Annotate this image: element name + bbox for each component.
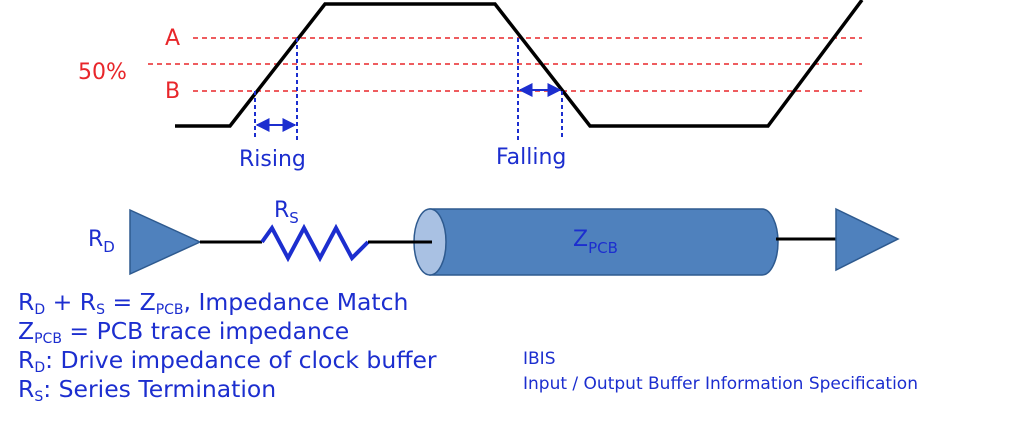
note-drive-impedance: RD: Drive impedance of clock buffer	[18, 346, 437, 376]
zpcb-label: ZPCB	[573, 227, 618, 257]
ibis-subtitle: Input / Output Buffer Information Specif…	[523, 374, 918, 394]
signal-waveform	[175, 0, 864, 128]
note-impedance-match: RD + RS = ZPCB, Impedance Match	[18, 288, 409, 318]
driver-buffer-icon	[129, 208, 202, 276]
note-pcb-trace-impedance: ZPCB = PCB trace impedance	[18, 317, 350, 347]
pcb-trace-cylinder	[429, 208, 779, 276]
series-resistor-icon	[260, 223, 370, 263]
ibis-block: IBIS Input / Output Buffer Information S…	[523, 347, 918, 397]
rs-label: RS	[274, 198, 299, 227]
threshold-label-b: B	[165, 79, 180, 104]
notes-block: RD + RS = ZPCB, Impedance Match ZPCB = P…	[18, 288, 437, 404]
rd-label: RD	[88, 227, 115, 256]
threshold-label-a: A	[165, 26, 180, 51]
receiver-buffer-icon	[835, 207, 900, 272]
rising-label: Rising	[239, 147, 306, 172]
note-series-termination: RS: Series Termination	[18, 375, 277, 405]
falling-label: Falling	[496, 145, 566, 170]
ibis-title: IBIS	[523, 349, 556, 369]
threshold-label-50: 50%	[78, 60, 127, 85]
